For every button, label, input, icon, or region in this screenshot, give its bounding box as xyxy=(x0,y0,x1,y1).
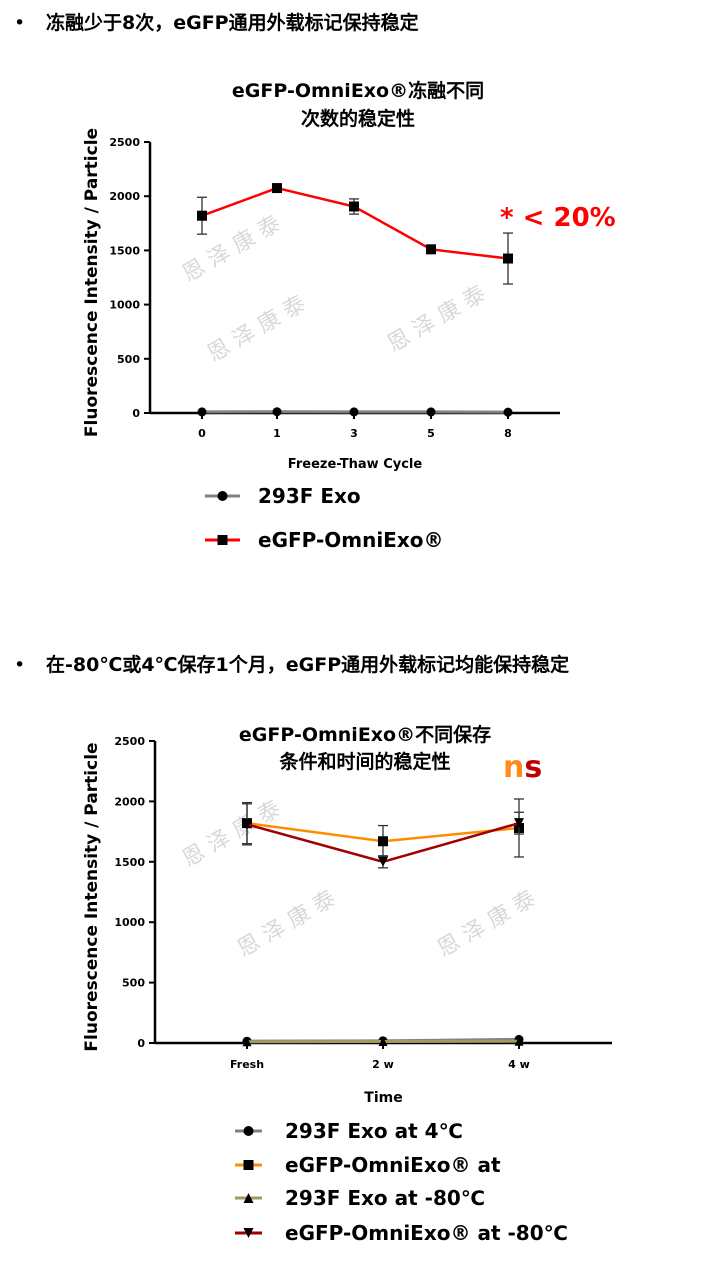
y-tick-label: 2500 xyxy=(109,136,140,149)
triangle-down-marker xyxy=(514,818,524,829)
y-tick-label: 0 xyxy=(132,407,140,420)
x-tick-label: 4 w xyxy=(508,1058,530,1071)
triangle-down-marker xyxy=(378,856,388,867)
x-axis-label: Freeze-Thaw Cycle xyxy=(288,457,423,472)
legend-item: 293F Exo at 4℃ xyxy=(235,1119,463,1143)
significance-annotation: ns xyxy=(503,750,542,785)
chart-title: eGFP-OmniExo®不同保存 xyxy=(239,723,491,746)
chart-title: eGFP-OmniExo®冻融不同 xyxy=(232,79,484,102)
x-tick-label: 5 xyxy=(427,427,435,440)
triangle-up-marker xyxy=(514,1036,524,1046)
circle-marker xyxy=(503,407,513,417)
section-heading-storage: • 在-80℃或4℃保存1个月，eGFP通用外载标记均能保持稳定 xyxy=(14,650,569,677)
y-tick-label: 1000 xyxy=(114,916,145,929)
y-tick-label: 2000 xyxy=(114,795,145,808)
legend-item: 293F Exo at -80℃ xyxy=(235,1186,485,1210)
legend-label: eGFP-OmniExo® at -80℃ xyxy=(285,1221,568,1245)
circle-marker xyxy=(426,407,436,417)
circle-marker xyxy=(243,1126,254,1136)
square-marker xyxy=(378,836,388,847)
square-marker xyxy=(217,535,228,545)
watermark: 恩 泽 康 泰 xyxy=(433,886,540,962)
watermark: 恩 泽 康 泰 xyxy=(383,281,490,357)
y-tick-label: 2000 xyxy=(109,190,140,203)
watermark: 恩 泽 康 泰 xyxy=(203,291,310,367)
bullet: • xyxy=(14,12,26,34)
y-tick-label: 2500 xyxy=(114,735,145,748)
y-tick-label: 0 xyxy=(137,1037,145,1050)
square-marker xyxy=(349,201,359,212)
square-marker xyxy=(503,253,513,264)
legend-label: eGFP-OmniExo® at xyxy=(285,1153,501,1177)
series-egfp-omniexo-at-80- xyxy=(242,803,524,869)
heading-text: 冻融少于8次，eGFP通用外载标记保持稳定 xyxy=(46,12,419,34)
annotation-s: s xyxy=(524,750,542,785)
legend-label: 293F Exo at -80℃ xyxy=(285,1186,485,1210)
circle-marker xyxy=(272,407,282,417)
x-tick-label: 2 w xyxy=(372,1058,394,1071)
triangle-up-marker xyxy=(378,1037,388,1047)
y-axis-label: Fluorescence Intensity / Particle xyxy=(82,128,102,437)
heading-text: 在-80℃或4℃保存1个月，eGFP通用外载标记均能保持稳定 xyxy=(46,654,570,676)
x-tick-label: 1 xyxy=(273,427,281,440)
circle-marker xyxy=(349,407,359,417)
circle-marker xyxy=(197,407,207,417)
triangle-up-marker xyxy=(243,1193,254,1203)
x-tick-label: Fresh xyxy=(230,1058,264,1071)
square-marker xyxy=(272,183,282,194)
y-tick-label: 1500 xyxy=(114,856,145,869)
series-293f-exo xyxy=(197,407,513,417)
chart-1: 恩 泽 康 泰恩 泽 康 泰恩 泽 康 泰0500100015002000250… xyxy=(82,79,616,552)
significance-annotation: * < 20% xyxy=(500,203,616,233)
series-egfp-omniexo- xyxy=(197,183,513,285)
chart-title: 条件和时间的稳定性 xyxy=(279,750,450,773)
legend-item: eGFP-OmniExo® at -80℃ xyxy=(235,1221,568,1245)
annotation-n: n xyxy=(503,750,524,785)
y-tick-label: 1500 xyxy=(109,244,140,257)
watermark: 恩 泽 康 泰 xyxy=(178,796,285,872)
triangle-up-marker xyxy=(242,1037,252,1047)
square-marker xyxy=(197,210,207,221)
legend-label: 293F Exo at 4℃ xyxy=(285,1119,463,1143)
series-egfp-omniexo-at xyxy=(242,798,524,858)
bullet: • xyxy=(14,654,26,676)
y-tick-label: 1000 xyxy=(109,299,140,312)
square-marker xyxy=(243,1160,254,1170)
x-tick-label: 0 xyxy=(198,427,206,440)
x-axis-label: Time xyxy=(364,1090,402,1106)
series-293f-exo-at-80- xyxy=(242,1036,524,1047)
square-marker xyxy=(426,244,436,255)
y-tick-label: 500 xyxy=(117,353,140,366)
watermark: 恩 泽 康 泰 xyxy=(233,886,340,962)
chart-2: 恩 泽 康 泰恩 泽 康 泰恩 泽 康 泰0500100015002000250… xyxy=(82,723,612,1245)
legend-item: 293F Exo xyxy=(205,484,361,508)
y-tick-label: 500 xyxy=(122,977,145,990)
y-axis-label: Fluorescence Intensity / Particle xyxy=(82,742,102,1051)
legend-item: eGFP-OmniExo® xyxy=(205,528,444,552)
triangle-down-marker xyxy=(242,819,252,830)
x-tick-label: 3 xyxy=(350,427,358,440)
legend-label: eGFP-OmniExo® xyxy=(258,528,444,552)
triangle-down-marker xyxy=(243,1228,254,1238)
circle-marker xyxy=(217,491,228,501)
x-tick-label: 8 xyxy=(504,427,512,440)
chart-title: 次数的稳定性 xyxy=(301,107,415,130)
legend-label: 293F Exo xyxy=(258,484,361,508)
section-heading-freeze-thaw: • 冻融少于8次，eGFP通用外载标记保持稳定 xyxy=(14,8,419,35)
watermark: 恩 泽 康 泰 xyxy=(178,211,285,287)
legend-item: eGFP-OmniExo® at xyxy=(235,1153,501,1177)
